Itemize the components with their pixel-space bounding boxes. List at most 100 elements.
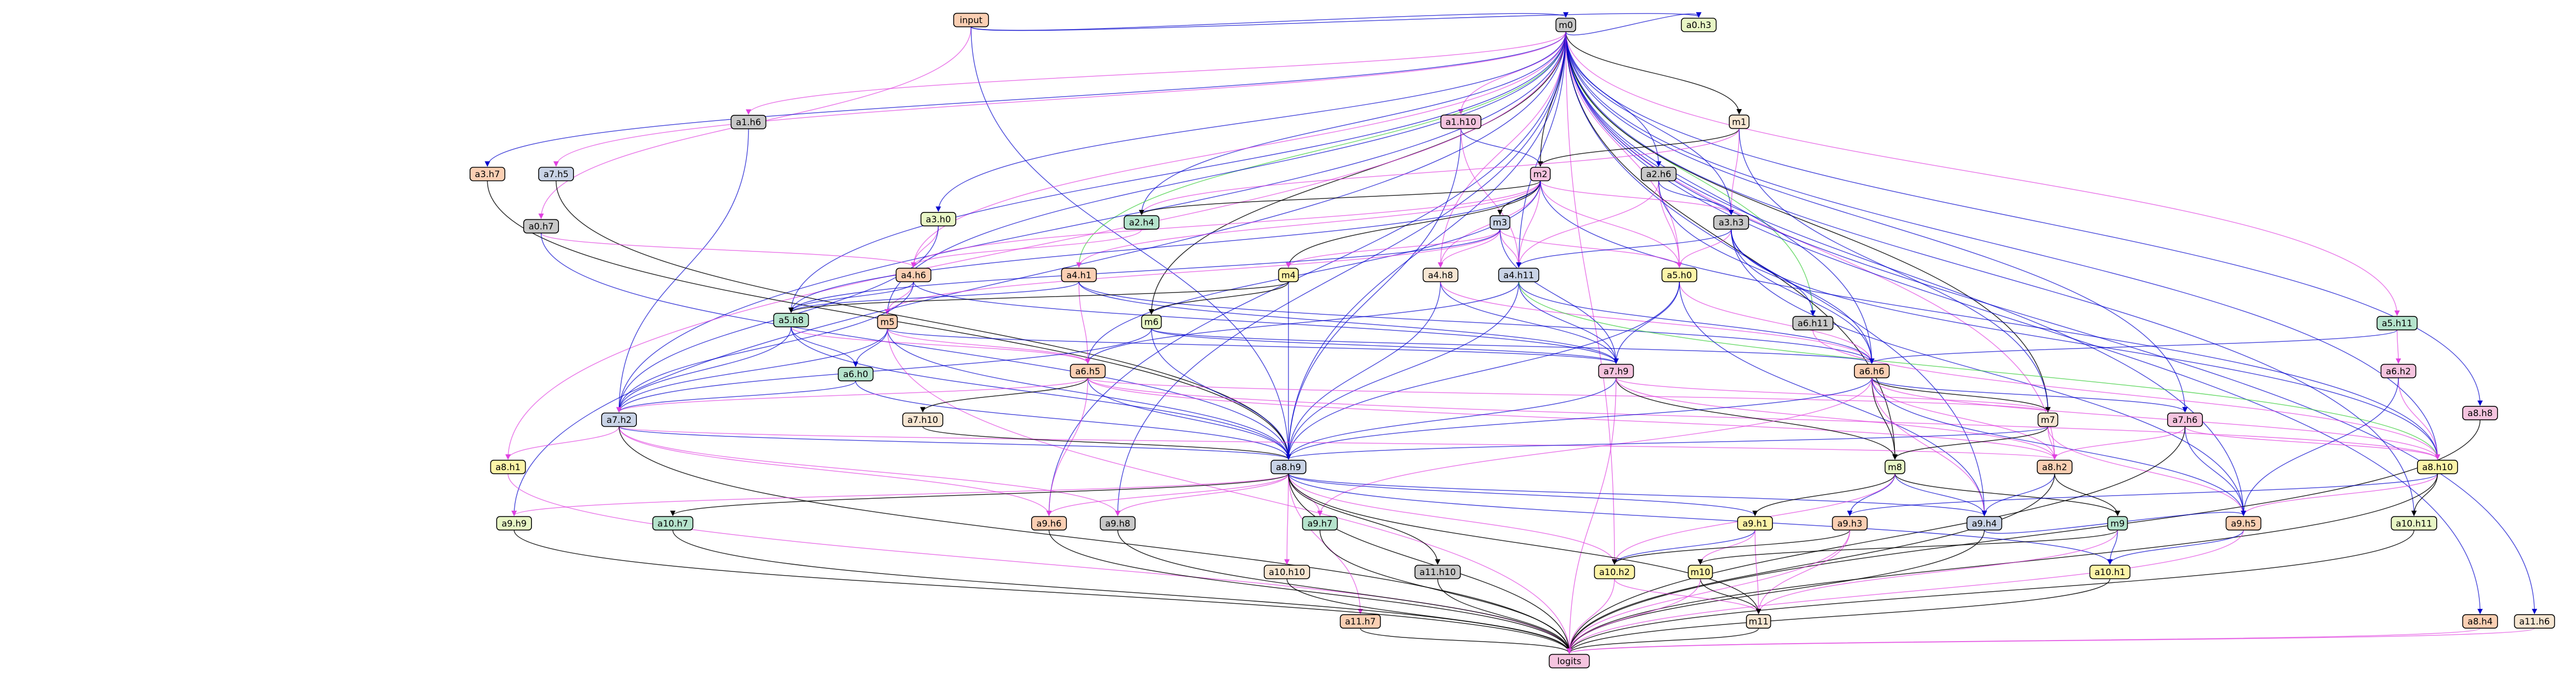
edge-a10.h10-to-logits xyxy=(1286,578,1572,654)
node-label: a7.h6 xyxy=(2172,415,2197,425)
edge-a6.h0-to-a8.h9 xyxy=(855,381,1291,460)
node-box xyxy=(1031,516,1067,531)
edge-m1-to-m2 xyxy=(1538,128,1740,167)
node-a2-h4: a2.h4 xyxy=(1124,215,1159,230)
edge-a6.h5-to-a8.h10 xyxy=(1087,378,2440,460)
node-label: a6.h6 xyxy=(1859,366,1884,377)
edge-a6.h6-to-a9.h7 xyxy=(1317,378,1873,516)
edge-a1.h10-to-m2 xyxy=(1460,128,1543,167)
edge-m4-to-m6 xyxy=(1149,282,1289,315)
edge-m2-to-a5.h0 xyxy=(1540,180,1683,268)
edge-a7.h2-to-a8.h1 xyxy=(505,426,620,460)
node-label: a2.h4 xyxy=(1129,218,1154,228)
edge-a1.h6-to-a7.h2 xyxy=(616,128,749,413)
edge-a5.h11-to-a6.h6 xyxy=(1869,329,2398,364)
node-label: a7.h9 xyxy=(1604,366,1629,377)
edge-m6-to-a7.h9 xyxy=(1151,328,1619,364)
node-box xyxy=(1737,516,1773,531)
edge-m9-to-m10 xyxy=(1698,529,2118,565)
node-m3: m3 xyxy=(1489,215,1511,230)
edge-m0-to-m5 xyxy=(885,31,1567,315)
edge-m0-to-a10.h2 xyxy=(1565,31,1618,565)
node-box xyxy=(2462,614,2498,629)
edge-a6.h6-to-m8 xyxy=(1871,378,1898,460)
node-box xyxy=(2089,565,2131,579)
edge-a8.h9-to-a9.h4 xyxy=(1288,473,1987,516)
node-box xyxy=(1688,565,1713,579)
edge-m10-to-m11 xyxy=(1700,578,1761,615)
edge-a3.h3-to-a4.h11 xyxy=(1516,229,1732,268)
edge-m9-to-m11 xyxy=(1756,530,2118,615)
node-label: a10.h10 xyxy=(1269,567,1305,578)
node-box xyxy=(1640,167,1677,181)
edge-a8.h9-to-a9.h6 xyxy=(1046,473,1289,516)
edge-a8.h9-to-a9.h1 xyxy=(1288,473,1758,516)
node-box xyxy=(1661,268,1698,283)
node-box xyxy=(837,367,874,382)
node-label: m0 xyxy=(1559,20,1573,31)
node-label: a4.h8 xyxy=(1428,270,1453,281)
node-box xyxy=(1549,654,1590,669)
edge-a10.h1-to-logits xyxy=(1566,578,2111,654)
node-label: a3.h7 xyxy=(475,169,500,180)
edge-input-to-a0.h3 xyxy=(970,12,1702,31)
edge-a9.h3-to-m11 xyxy=(1756,530,1850,615)
edge-m2-to-a8.h10 xyxy=(1540,180,2440,460)
edge-m0-to-a4.h8 xyxy=(1437,31,1567,268)
node-a8-h2: a8.h2 xyxy=(2037,459,2073,474)
node-label: a8.h4 xyxy=(2467,617,2492,627)
node-box xyxy=(1680,18,1717,32)
edge-m2-to-a4.h6 xyxy=(911,180,1541,268)
edge-a6.h6-to-a9.h4 xyxy=(1871,378,1987,516)
edge-a9.h3-to-a10.h2 xyxy=(1611,530,1850,565)
node-label: a0.h7 xyxy=(529,222,554,232)
node-label: m3 xyxy=(1493,218,1507,228)
node-box xyxy=(1555,18,1577,32)
node-label: a4.h1 xyxy=(1066,270,1091,281)
edge-a7.h2-to-logits xyxy=(618,426,1572,654)
node-box xyxy=(1271,459,1306,474)
node-box xyxy=(953,12,989,28)
node-box xyxy=(469,167,505,181)
node-box xyxy=(490,459,526,474)
node-m1: m1 xyxy=(1729,114,1750,129)
edge-m6-to-a6.h6 xyxy=(1151,328,1875,364)
node-label: a7.h5 xyxy=(543,169,568,180)
edge-m3-to-a5.h0 xyxy=(1499,229,1683,268)
node-a3-h0: a3.h0 xyxy=(920,211,956,227)
node-box xyxy=(2225,516,2262,531)
edge-a7.h2-to-a9.h8 xyxy=(618,426,1120,516)
edge-a6.h5-to-a9.h6 xyxy=(1046,378,1088,516)
edge-a9.h1-to-a10.h2 xyxy=(1611,530,1756,565)
edge-m5-to-a6.h0 xyxy=(852,328,888,367)
node-a9-h5: a9.h5 xyxy=(2225,516,2262,531)
node-box xyxy=(1263,565,1310,579)
edge-m2-to-m4 xyxy=(1286,180,1541,268)
node-a9-h7: a9.h7 xyxy=(1302,516,1338,531)
node-label: a6.h2 xyxy=(2386,366,2411,377)
node-box xyxy=(2417,459,2458,474)
edge-m0-to-a4.h6 xyxy=(911,31,1567,268)
edge-m0-to-m6 xyxy=(1149,31,1567,315)
edge-a6.h2-to-a8.h10 xyxy=(2398,378,2440,460)
node-a5-h8: a5.h8 xyxy=(773,313,809,328)
node-m5: m5 xyxy=(877,314,898,329)
edge-m3-to-a7.h9 xyxy=(1499,229,1619,364)
edge-m1-to-m7 xyxy=(1739,128,2051,413)
node-a9-h1: a9.h1 xyxy=(1737,516,1773,531)
edge-a6.h5-to-a7.h10 xyxy=(920,378,1088,413)
edge-m11-to-logits xyxy=(1566,628,1759,654)
node-label: a9.h5 xyxy=(2231,518,2256,529)
edge-a4.h8-to-a8.h9 xyxy=(1286,282,1441,460)
edge-a10.h2-to-logits xyxy=(1566,578,1615,654)
node-label: a9.h3 xyxy=(1837,518,1862,529)
node-box xyxy=(1070,364,1106,379)
node-label: a1.h6 xyxy=(736,117,761,128)
edge-m8-to-a9.h1 xyxy=(1752,473,1896,516)
node-box xyxy=(1792,316,1834,330)
node-label: a6.h0 xyxy=(843,369,868,380)
node-label: a7.h2 xyxy=(607,415,632,425)
edge-a5.h0-to-a7.h9 xyxy=(1613,282,1680,364)
